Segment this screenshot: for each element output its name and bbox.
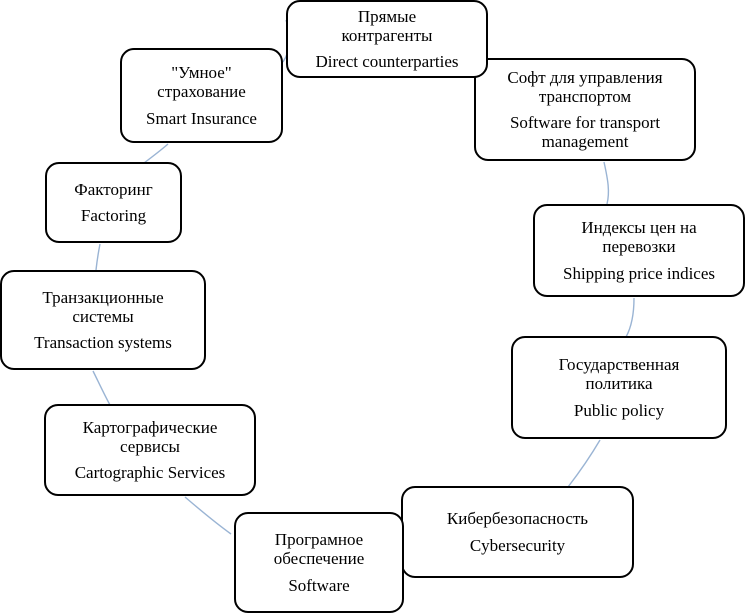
node-label-ru-direct-counterparties: Прямые контрагенты [341, 6, 433, 45]
node-label-en-software: Software [288, 575, 350, 595]
connector-transaction-systems-to-cartographic-services [92, 370, 111, 406]
node-label-en-factoring: Factoring [80, 206, 147, 225]
node-label-en-public-policy: Public policy [573, 400, 665, 420]
node-label-en-cartographic-services: Cartographic Services [74, 463, 226, 483]
node-label-ru-cartographic-services: Картографические сервисы [82, 417, 218, 456]
connector-software-for-transport-management-to-shipping-price-indices [603, 161, 610, 205]
node-label-ru-smart-insurance: "Умное" страхование [157, 63, 246, 102]
connector-smart-insurance-to-factoring [143, 143, 169, 164]
node-label-en-direct-counterparties: Direct counterparties [315, 52, 459, 72]
node-label-ru-transaction-systems: Транзакционные системы [42, 287, 164, 326]
node-label-en-cybersecurity: Cybersecurity [469, 535, 566, 555]
node-label-en-shipping-price-indices: Shipping price indices [562, 263, 716, 283]
node-label-ru-software-for-transport-management: Софт для управления транспортом [507, 67, 663, 106]
node-label-en-software-for-transport-management: Software for transport management [509, 113, 661, 152]
connector-shipping-price-indices-to-public-policy [625, 297, 635, 338]
connector-public-policy-to-cybersecurity [567, 439, 601, 488]
connector-factoring-to-transaction-systems [95, 243, 101, 271]
node-label-ru-factoring: Факторинг [74, 179, 153, 199]
node-label-ru-software: Програмное обеспечение [273, 530, 365, 569]
node-label-ru-shipping-price-indices: Индексы цен на перевозки [581, 218, 697, 257]
node-label-en-transaction-systems: Transaction systems [34, 333, 172, 353]
node-label-en-smart-insurance: Smart Insurance [146, 108, 257, 128]
connector-cartographic-services-to-software [184, 496, 232, 535]
node-label-ru-cybersecurity: Кибербезопасность [446, 509, 589, 529]
node-label-ru-public-policy: Государственная политика [558, 355, 680, 394]
